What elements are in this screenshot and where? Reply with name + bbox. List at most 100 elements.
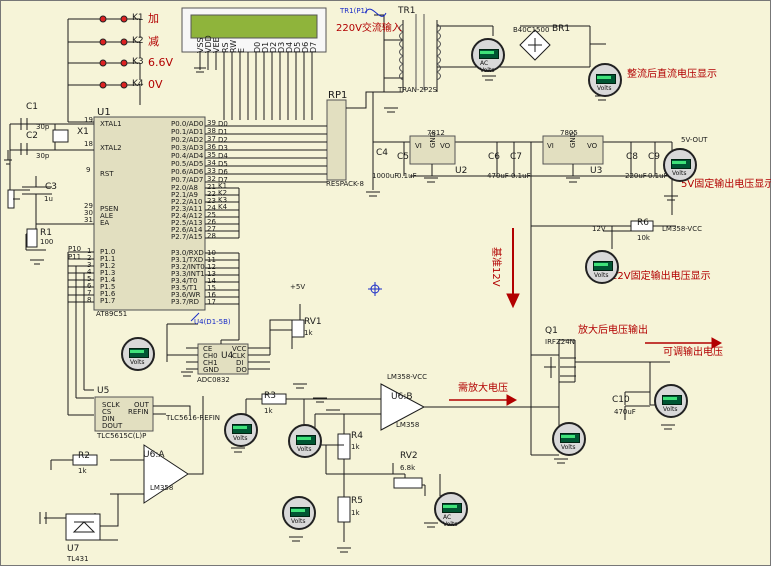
lcd-pin-vee: VEE [212,37,221,53]
u2-vi: VI [415,142,422,150]
u1-label: U1 [97,107,111,118]
voltmeter-12v: Volts [585,250,619,284]
fixed12-display-label: 12V固定输出电压显示 [611,271,711,282]
bus-d4: D4 [218,152,228,160]
adc-part: ADC0832 [197,376,230,384]
cap30a: 30p [36,123,50,131]
rv2-value: 6.8k [400,464,416,472]
u4-label: U4 [221,351,234,361]
pin-p21: P2.1/A9 [171,191,198,199]
r3-value: 1k [264,407,273,415]
c2-label: C2 [26,131,39,141]
k2-label: K2 [132,36,144,46]
r4-value: 1k [351,443,360,451]
pin-p11: P1.1 [100,255,116,263]
cap1u: 1u [44,195,53,203]
pin-num-26: 26 [207,218,216,226]
voltmeter-adc-left: Volts [121,337,155,371]
pin-num-7: 7 [87,289,92,297]
pin-p32: P3.2/INT0 [171,263,205,271]
pin-num-36: 36 [207,143,216,151]
voltmeter-left-mid: Volts [224,413,258,447]
pin-num-11: 11 [207,256,216,264]
pin-num-2: 2 [87,254,92,262]
tr1-note: 220V交流输入 [336,23,402,34]
lcd-pin-e: E [237,47,246,53]
pin-num-21: 21 [207,183,216,191]
pin-p13: P1.3 [100,269,116,277]
bus-k4: K4 [218,203,228,211]
pin-num-34: 34 [207,159,216,167]
u3-vi: VI [547,142,554,150]
pin-ale: ALE [100,212,114,220]
key-66-text: 6.6V [148,56,174,69]
tlc-din: DIN [102,415,115,423]
k4-label: K4 [132,79,144,89]
pin-p24: P2.4/A12 [171,212,203,220]
rp1-label: RP1 [328,90,348,101]
r2-value: 1k [78,467,87,475]
pin-p30: P3.0/RXD [171,249,204,257]
pin-p15: P1.5 [100,283,116,291]
c5-label: C5 [397,152,410,162]
pin-p37: P3.7/RD [171,298,199,306]
rp1-part: RESPACK-8 [326,180,364,188]
voltmeter-bottom-left: Volts [282,496,316,530]
pin-xtal1: XTAL1 [100,120,122,128]
voltmeter-bottom-ac: AC Volts [434,492,468,528]
br1-label: BR1 [552,24,571,34]
pin-num-37: 37 [207,135,216,143]
r6-value: 10k [637,234,650,242]
c7-value: 0.1uF [511,172,531,180]
amplified-output-label: 放大后电压输出 [578,325,648,336]
pin-num-10: 10 [207,249,216,257]
bus-k2: K2 [218,189,228,197]
r2-label: R2 [78,451,90,461]
c8-label: C8 [626,152,639,162]
u2-part: 7812 [427,129,445,137]
tlc-refin: REFIN [128,408,149,416]
u2-label: U2 [455,166,468,176]
u4-blue-label: U4(D1-5B) [194,318,231,326]
c9-label: C9 [648,152,661,162]
ref12-label: 基准12V [490,247,501,287]
tlc-sclk: SCLK [102,401,120,409]
adc-ce: CE [203,345,213,353]
pin-num-31: 31 [84,216,93,224]
key-0-text: 0V [148,78,163,91]
pin-p02: P0.2/AD2 [171,136,204,144]
pin-p16: P1.6 [100,290,116,298]
rv1-value: 1k [304,329,313,337]
pin-num-8: 8 [87,296,92,304]
p10-tag: P10 [68,245,82,253]
v12-label: 12V [592,225,606,233]
u6b-label: U6:B [391,392,413,402]
voltmeter-ac-input: AC Volts [471,38,505,74]
pin-p33: P3.3/INT1 [171,270,205,278]
c4-label: C4 [376,148,389,158]
p11-tag: P11 [68,253,82,261]
key-add-text: 加 [148,12,159,25]
k3-label: K3 [132,57,144,67]
plus5v-label: +5V [290,283,306,291]
cap30b: 30p [36,152,50,160]
pin-num-35: 35 [207,151,216,159]
pin-num-4: 4 [87,268,92,276]
c1-label: C1 [26,102,39,112]
adc-ch0: CH0 [203,352,218,360]
tlc-ref-label: TLC5616-REFIN [166,414,221,422]
rectified-display-label: 整流后直流电压显示 [627,69,717,80]
q1-label: Q1 [545,326,558,336]
c4-value: 1000uF [372,172,399,180]
bus-d1: D1 [218,128,228,136]
pin-p04: P0.4/AD4 [171,152,204,160]
bus-d3: D3 [218,144,228,152]
pin-num-14: 14 [207,277,216,285]
k1-label: K1 [132,13,144,23]
pin-num-25: 25 [207,211,216,219]
pin-p00: P0.0/AD0 [171,120,204,128]
u6a-label: U6:A [143,450,165,460]
x1-label: X1 [77,127,89,137]
v5out-label: 5V-OUT [681,136,708,144]
